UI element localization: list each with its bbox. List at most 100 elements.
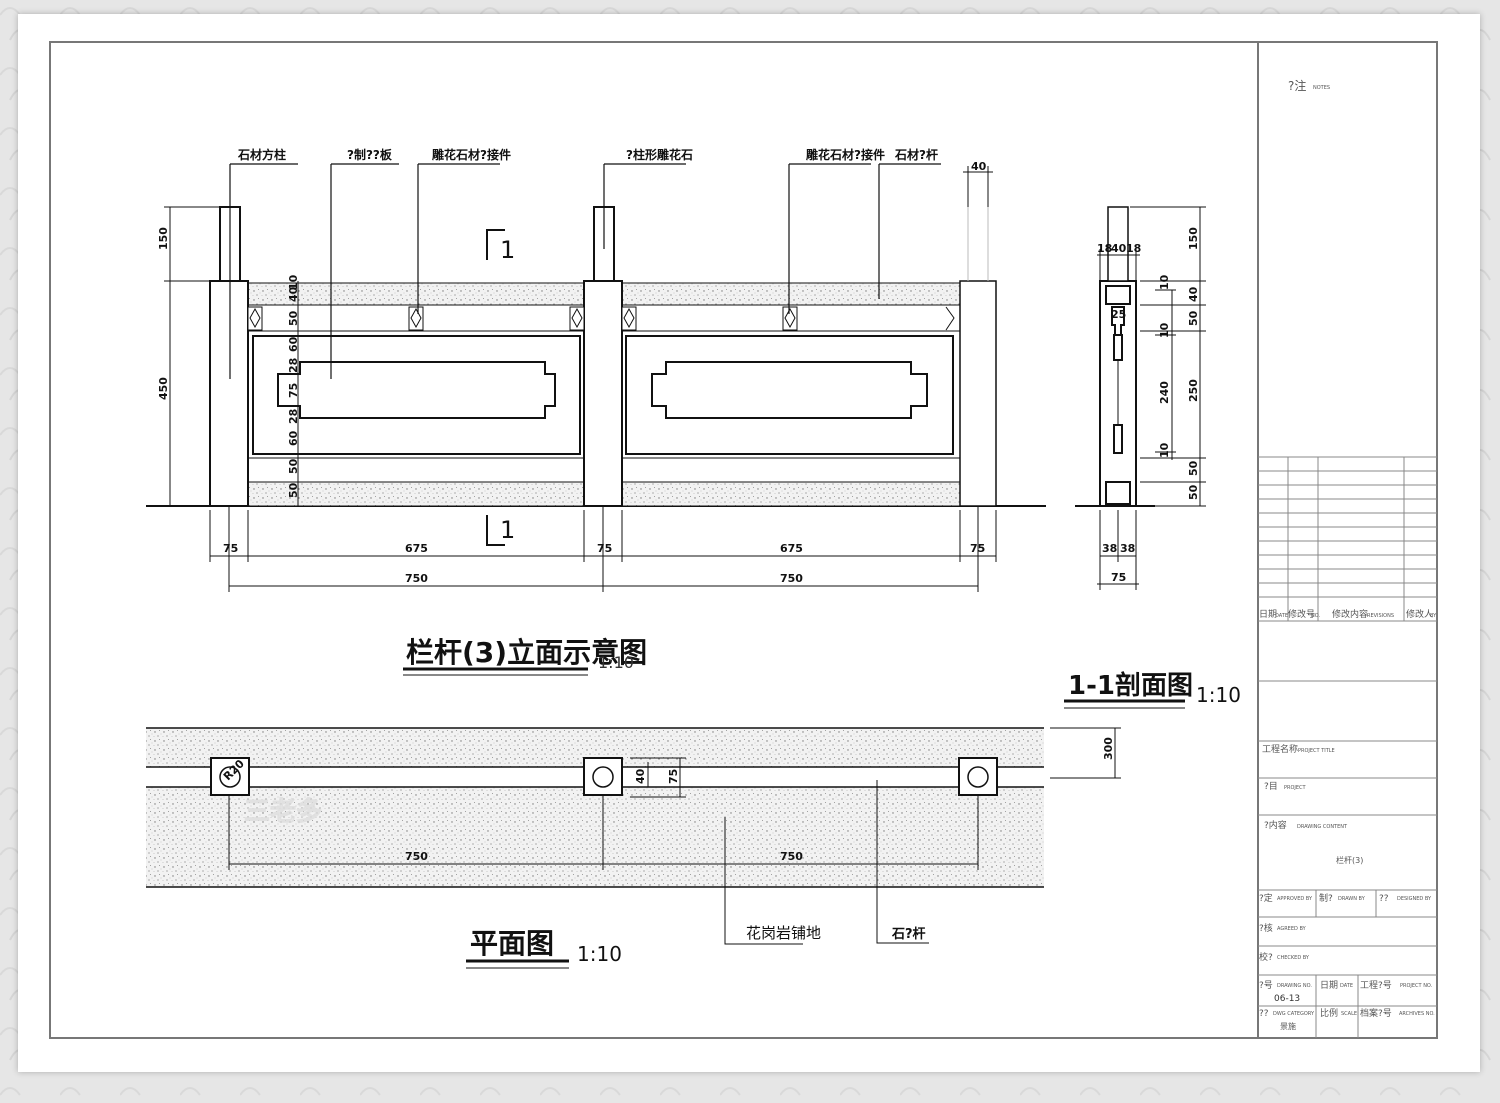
plan-scale: 1:10 xyxy=(577,942,622,966)
dim-stack-75: 75 xyxy=(287,383,300,398)
elevation-title: 栏杆(3)立面示意图 xyxy=(406,636,647,669)
section-dim-75: 75 xyxy=(1111,571,1126,584)
section-dim-a-10c: 10 xyxy=(1158,442,1171,458)
tb-archives-en: ARCHIVES NO. xyxy=(1399,1011,1435,1017)
section-dimension-lines xyxy=(1097,206,1206,590)
dim-bottom-675b: 675 xyxy=(780,542,803,555)
dim-stack-50b: 50 xyxy=(287,458,300,474)
section-dim-a-240: 240 xyxy=(1158,381,1171,404)
section-dim-a-10b: 10 xyxy=(1158,322,1171,338)
section-dim-a-10a: 10 xyxy=(1158,274,1171,290)
tb-drawn-en: DRAWN BY xyxy=(1338,896,1366,902)
section-dim-b-150: 150 xyxy=(1187,227,1200,250)
dim-stack-60b: 60 xyxy=(287,430,300,446)
tb-agreed-en: AGREED BY xyxy=(1277,926,1307,932)
elevation-leaders xyxy=(229,163,941,379)
plan-watermark: 三老多 xyxy=(244,797,322,827)
tb-category-en: DWG CATEGORY xyxy=(1273,1011,1315,1017)
section-scale: 1:10 xyxy=(1196,683,1241,707)
tb-scale: 比例 xyxy=(1320,1007,1338,1019)
callout-connector-1: 雕花石材?接件 xyxy=(432,147,511,162)
plan-callout-granite: 花岗岩铺地 xyxy=(746,924,821,942)
dim-stack-28b: 28 xyxy=(287,409,300,424)
tb-drawing-no-en: DRAWING NO. xyxy=(1277,983,1312,989)
plan-title: 平面图 xyxy=(470,927,554,960)
plan-dim-750a: 750 xyxy=(405,850,428,863)
section-mark-top: 1 xyxy=(500,236,515,264)
plan-drawing xyxy=(146,727,1044,888)
tb-project-no-en: PROJECT NO. xyxy=(1400,983,1433,989)
tb-date: 日期 xyxy=(1320,980,1338,991)
dim-stack-60a: 60 xyxy=(287,336,300,352)
tb-rev-no: 修改号 xyxy=(1288,608,1315,620)
callout-stone-post: 石材方柱 xyxy=(237,147,286,162)
dim-bottom-75b: 75 xyxy=(597,542,612,555)
tb-rev-by-en: BY xyxy=(1430,613,1437,619)
tb-content-value: 栏杆(3) xyxy=(1336,855,1363,865)
tb-rev-by: 修改人 xyxy=(1406,608,1433,620)
callout-panel: ?制??板 xyxy=(347,147,393,162)
tb-content-en: DRAWING CONTENT xyxy=(1297,824,1348,830)
dim-left-450: 450 xyxy=(157,377,170,400)
callout-connector-2: 雕花石材?接件 xyxy=(806,147,885,162)
section-dim-40: 40 xyxy=(1111,242,1127,255)
section-dim-25: 25 xyxy=(1111,308,1126,321)
tb-notes: ?注 xyxy=(1288,78,1306,93)
section-dim-b-50b: 50 xyxy=(1187,460,1200,476)
section-mark-bottom: 1 xyxy=(500,516,515,544)
tb-date-en: DATE xyxy=(1340,983,1353,989)
section-dim-b-50a: 50 xyxy=(1187,310,1200,326)
dim-stack-10: 10 xyxy=(287,274,300,290)
section-dim-b-250: 250 xyxy=(1187,379,1200,402)
tb-agreed: ?核 xyxy=(1259,922,1273,934)
section-dim-18b: 18 xyxy=(1126,242,1141,255)
tb-project-title-en: PROJECT TITLE xyxy=(1298,748,1335,754)
section-dim-b-40: 40 xyxy=(1187,286,1200,302)
tb-project: ?目 xyxy=(1264,781,1278,792)
tb-rev-date: 日期 xyxy=(1259,609,1277,620)
tb-drawing-no-value: 06-13 xyxy=(1274,994,1300,1004)
elevation-dimension-lines xyxy=(164,166,997,592)
dim-stack-40: 40 xyxy=(287,286,300,302)
tb-content: ?内容 xyxy=(1264,819,1287,831)
tb-approved-en: APPROVED BY xyxy=(1277,896,1313,902)
tb-category-value: 景施 xyxy=(1280,1021,1296,1031)
plan-callout-rail: 石?杆 xyxy=(891,926,926,942)
plan-dim-300: 300 xyxy=(1102,737,1115,760)
tb-project-title: 工程名称 xyxy=(1262,743,1298,755)
tb-checked: 校? xyxy=(1259,951,1273,963)
dim-bottom-675a: 675 xyxy=(405,542,428,555)
section-dim-18a: 18 xyxy=(1097,242,1112,255)
dim-bottom-750b: 750 xyxy=(780,572,803,585)
plan-dim-40: 40 xyxy=(634,768,647,784)
tb-rev-content: 修改内容 xyxy=(1332,608,1368,620)
tb-drawing-no: ?号 xyxy=(1259,980,1273,991)
drawing-sheet xyxy=(18,14,1480,1072)
section-drawing xyxy=(1075,206,1155,507)
tb-project-no: 工程?号 xyxy=(1360,980,1392,991)
dim-bottom-750a: 750 xyxy=(405,572,428,585)
callout-column-stone: ?柱形雕花石 xyxy=(626,147,693,162)
plan-dim-750b: 750 xyxy=(780,850,803,863)
dim-bottom-75c: 75 xyxy=(970,542,985,555)
tb-notes-en: NOTES xyxy=(1313,85,1330,91)
section-dim-b-50c: 50 xyxy=(1187,484,1200,500)
tb-rev-content-en: REVISIONS xyxy=(1367,613,1394,619)
callout-stone-rail: 石材?杆 xyxy=(894,147,938,162)
tb-designed: ?? xyxy=(1379,894,1389,904)
plan-dimension-lines xyxy=(228,727,1121,945)
section-title: 1-1剖面图 xyxy=(1068,670,1193,701)
section-dim-38a: 38 xyxy=(1102,542,1117,555)
section-dim-38b: 38 xyxy=(1120,542,1135,555)
elevation-drawing xyxy=(146,206,1046,546)
tb-archives: 档案?号 xyxy=(1360,1007,1392,1019)
tb-rev-date-en: DATE xyxy=(1275,613,1288,619)
tb-project-en: PROJECT xyxy=(1284,785,1307,791)
tb-drawn: 制? xyxy=(1319,892,1333,904)
dim-bottom-75a: 75 xyxy=(223,542,238,555)
drawing-border xyxy=(49,41,1438,1039)
title-block-grid xyxy=(1258,456,1437,1038)
elevation-scale: 1:10 xyxy=(598,653,634,672)
dim-stack-50c: 50 xyxy=(287,482,300,498)
